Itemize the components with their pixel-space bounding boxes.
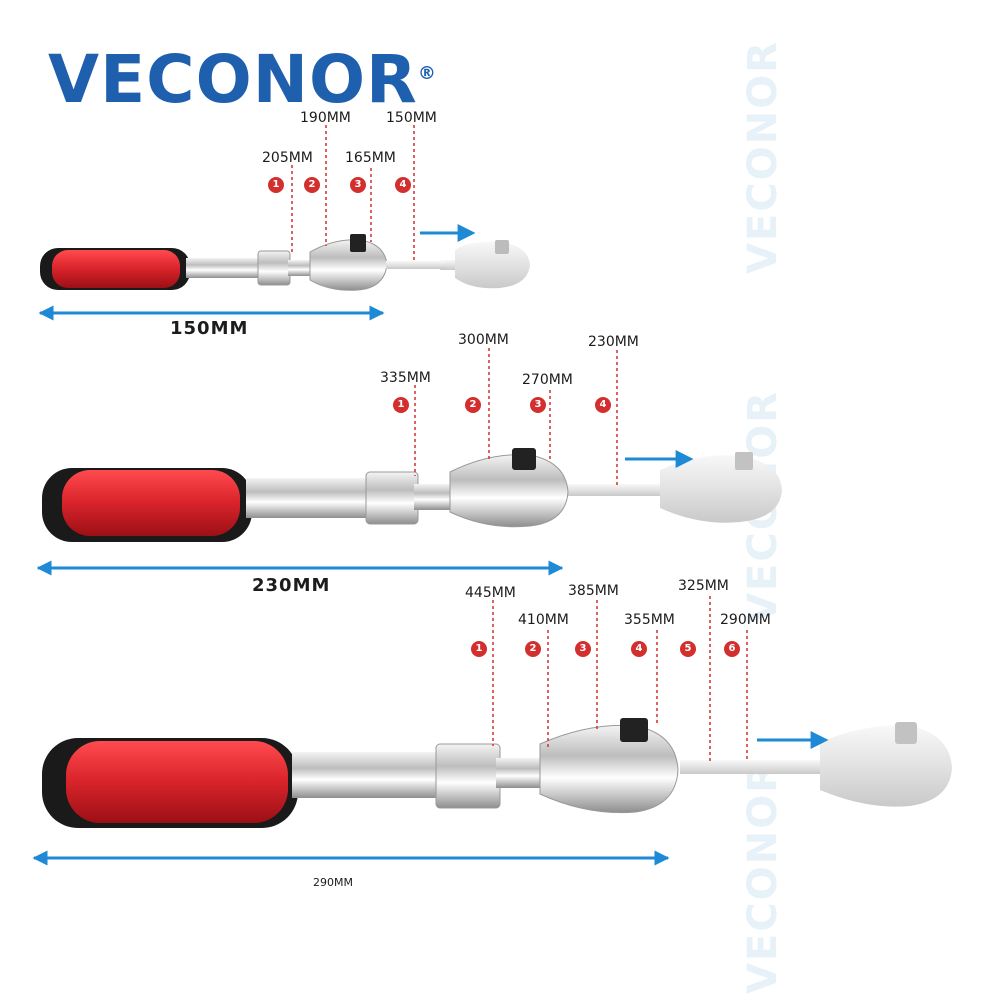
w3-badge-3: 3 bbox=[575, 641, 591, 657]
w1-label-1: 205MM bbox=[262, 150, 313, 166]
dimension-lines bbox=[32, 305, 670, 866]
w3-badge-4: 4 bbox=[631, 641, 647, 657]
extension-arrows bbox=[420, 224, 829, 749]
w2-label-1: 335MM bbox=[380, 370, 431, 386]
w1-badge-4: 4 bbox=[395, 177, 411, 193]
w3-badge-1: 1 bbox=[471, 641, 487, 657]
w1-label-2: 190MM bbox=[300, 110, 351, 126]
w1-badge-3: 3 bbox=[350, 177, 366, 193]
brand-logo: VECONOR® bbox=[48, 40, 437, 120]
w1-badge-1: 1 bbox=[268, 177, 284, 193]
w3-badge-2: 2 bbox=[525, 641, 541, 657]
w2-label-4: 230MM bbox=[588, 334, 639, 350]
w2-badge-1: 1 bbox=[393, 397, 409, 413]
wrench-3 bbox=[42, 718, 952, 828]
w1-total-length: 150MM bbox=[170, 318, 249, 339]
brand-name: VECONOR bbox=[48, 41, 418, 118]
wrench-1 bbox=[40, 234, 530, 291]
w3-label-1: 445MM bbox=[465, 585, 516, 601]
w3-total-length: 290MM bbox=[313, 876, 353, 889]
w1-badge-2: 2 bbox=[304, 177, 320, 193]
w2-label-2: 300MM bbox=[458, 332, 509, 348]
w3-badge-6: 6 bbox=[724, 641, 740, 657]
w2-total-length: 230MM bbox=[252, 575, 331, 596]
w3-label-2: 410MM bbox=[518, 612, 569, 628]
w3-label-3: 385MM bbox=[568, 583, 619, 599]
registered-mark: ® bbox=[417, 63, 437, 84]
w2-badge-4: 4 bbox=[595, 397, 611, 413]
w2-badge-2: 2 bbox=[465, 397, 481, 413]
w1-label-3: 165MM bbox=[345, 150, 396, 166]
wrench-2 bbox=[42, 448, 782, 542]
w2-badge-3: 3 bbox=[530, 397, 546, 413]
w3-badge-5: 5 bbox=[680, 641, 696, 657]
marker-lines bbox=[291, 125, 748, 762]
w2-label-3: 270MM bbox=[522, 372, 573, 388]
w3-label-4: 355MM bbox=[624, 612, 675, 628]
w1-label-4: 150MM bbox=[386, 110, 437, 126]
w3-label-6: 290MM bbox=[720, 612, 771, 628]
w3-label-5: 325MM bbox=[678, 578, 729, 594]
